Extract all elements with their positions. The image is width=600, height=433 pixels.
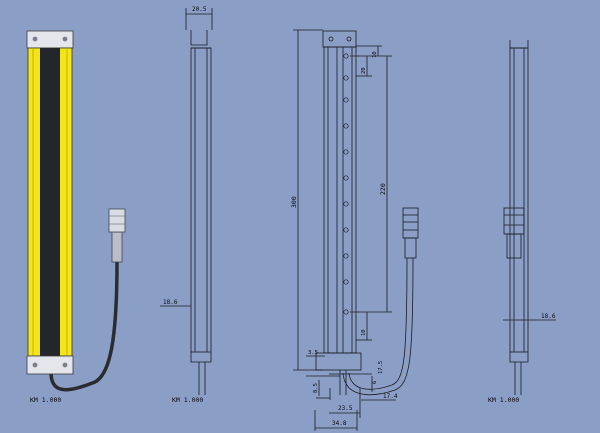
sensor-mark bbox=[343, 75, 349, 81]
sensor-mark bbox=[343, 253, 349, 259]
sensor-mark bbox=[343, 175, 349, 181]
view-3-dim-8-5: 8.5 bbox=[313, 383, 319, 393]
sensor-mark bbox=[343, 149, 349, 155]
view-3-left-offset: 3.5 bbox=[308, 350, 318, 356]
view-2-side bbox=[160, 8, 213, 395]
view-3-sensor-span: 220 bbox=[379, 183, 387, 195]
view-4-scale-label: KM 1.000 bbox=[488, 396, 519, 404]
view-1-product: KM 1.000 bbox=[26, 30, 126, 404]
view-3-dim-17-4: 17.4 bbox=[383, 393, 398, 400]
view-3-top-offset: 10 bbox=[372, 51, 378, 58]
view-3-dim-6: 6 bbox=[372, 381, 378, 384]
view-2-scale-label: KM 1.000 bbox=[172, 396, 203, 404]
view-2-top-dim: 20.5 bbox=[192, 6, 207, 13]
view-2-side-dim: 18.6 bbox=[163, 299, 178, 306]
connector-head bbox=[108, 208, 126, 233]
lens-window bbox=[40, 48, 60, 356]
view-4-side-dim: 18.6 bbox=[541, 313, 556, 320]
view-3-dim-34-8: 34.8 bbox=[332, 420, 347, 427]
view-4-rear bbox=[503, 40, 556, 395]
bottom-bracket-hole-right bbox=[62, 362, 68, 368]
sensor-mark bbox=[343, 123, 349, 129]
sensor-mark bbox=[343, 309, 349, 315]
view-3-pitch: 20 bbox=[361, 67, 367, 74]
view-3-dim-23-5: 23.5 bbox=[338, 405, 353, 412]
sensor-mark bbox=[343, 97, 349, 103]
bottom-bracket-hole-left bbox=[32, 362, 38, 368]
sensor-mark bbox=[343, 279, 349, 285]
view-3-bottom-offset: 10 bbox=[361, 329, 367, 336]
sensor-mark bbox=[343, 201, 349, 207]
view-3-front bbox=[293, 29, 396, 431]
view-3-dim-17-5: 17.5 bbox=[378, 361, 384, 374]
cable bbox=[49, 261, 119, 392]
sensor-mark bbox=[343, 227, 349, 233]
bottom-bracket bbox=[26, 355, 74, 375]
view-3-overall-height: 300 bbox=[290, 196, 298, 208]
view-3-cable bbox=[342, 207, 419, 396]
top-bracket-hole-left bbox=[32, 36, 38, 42]
top-bracket-hole-right bbox=[62, 36, 68, 42]
view-1-scale-label: KM 1.000 bbox=[30, 396, 61, 404]
sensor-marks bbox=[343, 53, 349, 315]
connector-boot bbox=[111, 231, 123, 263]
sensor-mark bbox=[343, 53, 349, 59]
